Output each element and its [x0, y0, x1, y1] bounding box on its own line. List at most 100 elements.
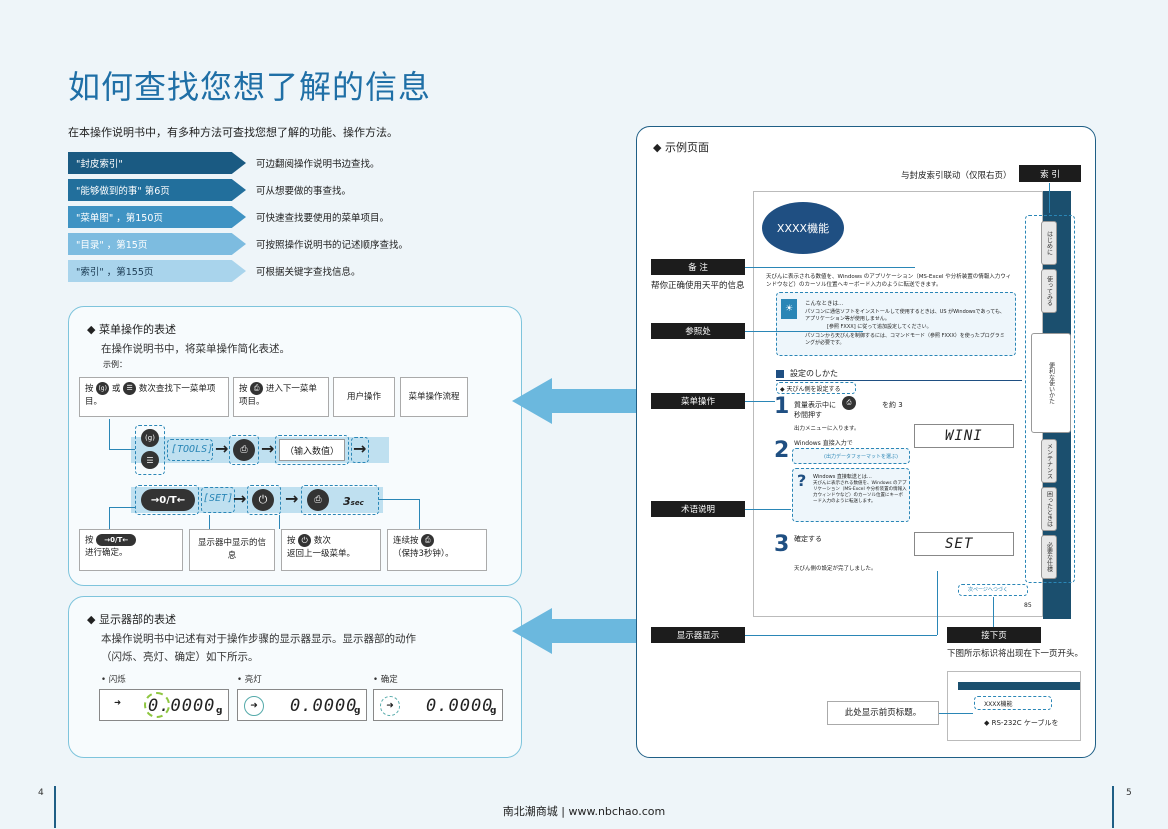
memo-text-1b: [参照 FXXX] に従って追加設定してください。	[827, 324, 932, 330]
index-tab[interactable]: 必要な仕様	[1041, 535, 1057, 579]
index-tab[interactable]: 使ってみる	[1041, 269, 1057, 313]
method-row: "菜单图" ，第150页 可快速查找要使用的菜单项目。	[68, 206, 408, 228]
zero-tare-button[interactable]: →0/T←	[141, 489, 195, 511]
method-desc: 可从想要做的事查找。	[256, 186, 352, 197]
label-text: （保持3秒钟）。	[393, 548, 454, 559]
hold-value: 3	[343, 495, 351, 508]
index-label: 索 引	[1019, 165, 1081, 182]
connector-line	[109, 419, 110, 449]
tools-box	[167, 439, 213, 461]
hold-box	[301, 485, 379, 515]
connector-line	[109, 507, 135, 508]
display-unit: g	[354, 706, 361, 716]
section-title: 設定のしかた	[790, 369, 838, 378]
print-button-icon: ⎙	[250, 382, 264, 395]
print-button-icon[interactable]: ⎙	[307, 489, 329, 511]
prev-title-box	[974, 696, 1052, 710]
label-text: 连续按	[393, 536, 419, 546]
step-1-note: 出力メニューに入ります。	[794, 426, 860, 432]
label-return: 按 ⏻ 数次 返回上一级菜单。	[281, 529, 381, 571]
menu-operation-panel: ◆ 菜单操作的表述 在操作说明书中，将菜单操作简化表述。 示例： 按 (g) 或…	[68, 306, 522, 586]
input-value-dash	[275, 435, 349, 465]
label-text: 进行确定。	[85, 548, 128, 559]
next-page-label: 接下页	[947, 627, 1041, 643]
menu-op-label: 菜单操作	[651, 393, 745, 409]
mini-page: XXXX機能 天びんに表示される数値を、Windows のアプリケーション（MS…	[753, 191, 1043, 617]
index-tab[interactable]: はじめに	[1041, 221, 1057, 265]
example-label: 示例：	[103, 360, 127, 369]
menu-button-icon[interactable]: ☰	[141, 451, 159, 469]
menu-pointer-arrow	[512, 378, 642, 424]
reference-label: 参照处	[651, 323, 745, 339]
display-blink: ➜ 0.0000 g	[99, 689, 229, 721]
power-icon: ⏻	[298, 534, 312, 547]
method-desc: 可边翻阅操作说明书边查找。	[256, 159, 380, 170]
section-rule	[776, 380, 1022, 381]
method-desc: 可按照操作说明书的记述顺序查找。	[256, 240, 409, 251]
method-tag[interactable]: "封皮索引"	[68, 152, 246, 174]
index-tab[interactable]: メンテナンス	[1041, 439, 1057, 483]
g-button-icon[interactable]: (g)	[141, 429, 159, 447]
connector-line	[993, 597, 994, 627]
connector-line	[209, 515, 210, 529]
display-panel: ◆ 显示器部的表述 本操作说明书中记述有对于操作步骤的显示器显示。显示器部的动作…	[68, 596, 522, 758]
connector-line	[419, 499, 420, 529]
flow-arrow-icon: →	[233, 489, 247, 508]
memo-icon: ☀	[781, 299, 797, 319]
mini-lcd-1: WINI	[914, 424, 1014, 448]
term-icon: ?	[797, 471, 807, 490]
display-value: 0.0000	[426, 696, 494, 716]
tools-lcd-text: [TOOLS]	[171, 444, 214, 455]
flow-arrow-icon: →	[215, 439, 229, 458]
connector-line	[745, 331, 863, 332]
example-heading: ◆ 示例页面	[653, 141, 709, 154]
connector-line	[379, 499, 419, 500]
step-3-number: 3	[774, 532, 790, 557]
index-note: 与封皮索引联动（仅限右页）	[901, 171, 1012, 181]
sub-heading: ◆ 天びん側を設定する	[780, 386, 841, 393]
method-row: "能够做到的事" 第6页 可从想要做的事查找。	[68, 179, 408, 201]
display-pointer-arrow	[512, 608, 642, 654]
state-caption-confirm: • 确定	[373, 675, 398, 685]
blink-burst-icon	[144, 692, 170, 718]
index-tab[interactable]: 困ったときは	[1041, 487, 1057, 531]
index-tabs-box	[1025, 215, 1075, 583]
feature-title: XXXX機能	[776, 222, 830, 235]
method-tag[interactable]: "目录" ，第15页	[68, 233, 246, 255]
display-panel-title: ◆ 显示器部的表述	[87, 613, 176, 626]
term-label: 术语说明	[651, 501, 745, 517]
prev-page-snippet: XXXX機能 ◆ RS-232C ケーブルを	[947, 671, 1081, 741]
label-press-next: 按 (g) 或 ☰ 数次查找下一菜单项目。	[79, 377, 229, 417]
prev-title-text: XXXX機能	[984, 701, 1013, 708]
arrow-indicator-icon: ➜	[114, 698, 122, 708]
label-text: 进入下一菜单项目。	[239, 384, 317, 407]
print-button-icon[interactable]: ⎙	[233, 439, 255, 461]
label-text: 或	[111, 384, 121, 394]
hold-seconds: 3sec	[343, 495, 364, 508]
method-tag[interactable]: "能够做到的事" 第6页	[68, 179, 246, 201]
step-1-text: 質量表示中に	[794, 401, 836, 409]
prev-page-bar	[958, 682, 1080, 690]
power-icon[interactable]: ⏻	[252, 489, 274, 511]
display-unit: g	[216, 706, 223, 716]
method-desc: 可快速查找要使用的菜单项目。	[256, 213, 390, 224]
menu-panel-title: ◆ 菜单操作的表述	[87, 323, 176, 336]
label-text: 按	[239, 384, 248, 394]
step-3-text: 確定する	[794, 535, 822, 543]
sub-heading-box	[776, 382, 856, 394]
method-tag[interactable]: "菜单图" ，第150页	[68, 206, 246, 228]
footer-mark-left	[54, 786, 56, 828]
connector-line	[745, 267, 915, 268]
power-box	[247, 485, 281, 515]
rs232-text: ◆ RS-232C ケーブルを	[984, 719, 1059, 727]
intro-text: 在本操作说明书中，有多种方法可查找您想了解的功能、操作方法。	[68, 126, 398, 139]
term-title: Windows 直接転送とは…	[813, 474, 872, 480]
term-body: 天びんに表示される数値を、Windows のアプリケーション（MS-Excel …	[813, 481, 907, 504]
method-tag[interactable]: "索引" ，第155页	[68, 260, 246, 282]
prev-title-note: 此处显示前页标题。	[827, 701, 939, 725]
enter-box	[229, 435, 259, 465]
step-2-text: Windows 直接入力で	[794, 440, 853, 447]
zero-box	[135, 485, 199, 515]
index-tab-active[interactable]: 便利な使いかた	[1031, 333, 1071, 433]
memo-text-2: パソコンから天びんを制御するには、コマンドモード（参照 FXXX）を使ったプログ…	[805, 333, 1005, 346]
